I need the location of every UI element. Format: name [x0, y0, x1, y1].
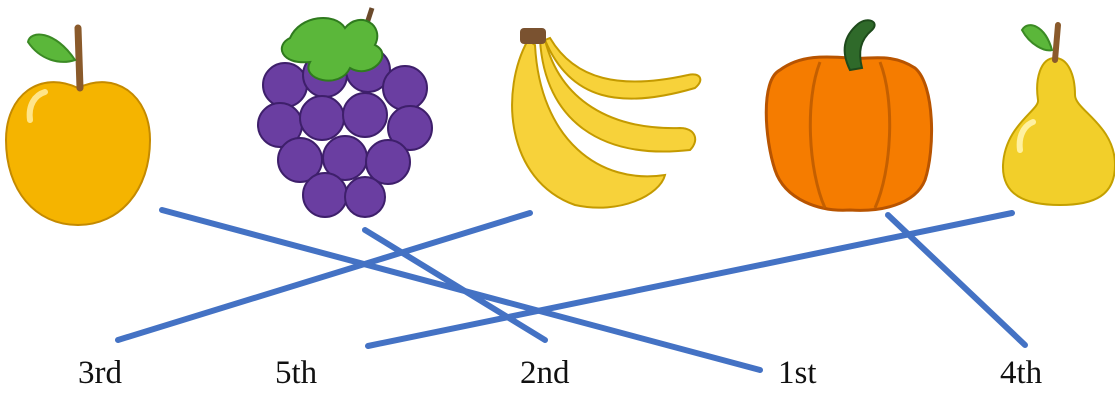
match-line-grapes: [362, 227, 548, 343]
pear-icon: [1001, 22, 1115, 207]
ordinal-label: 5th: [275, 355, 318, 391]
grapes-icon: [257, 7, 433, 218]
banana-icon: [511, 28, 702, 209]
ordinal-label: 4th: [1000, 355, 1043, 391]
apple-icon: [4, 24, 152, 227]
match-line-pear: [365, 210, 1015, 349]
pepper-icon: [764, 19, 934, 212]
ordinal-label: 2nd: [520, 355, 570, 391]
ordinal-label: 3rd: [78, 355, 122, 391]
matching-lines: [115, 207, 1028, 373]
ordinal-labels: 3rd 5th 2nd 1st 4th: [78, 355, 1043, 391]
match-line-banana: [115, 210, 533, 343]
ordinal-label: 1st: [778, 355, 817, 391]
